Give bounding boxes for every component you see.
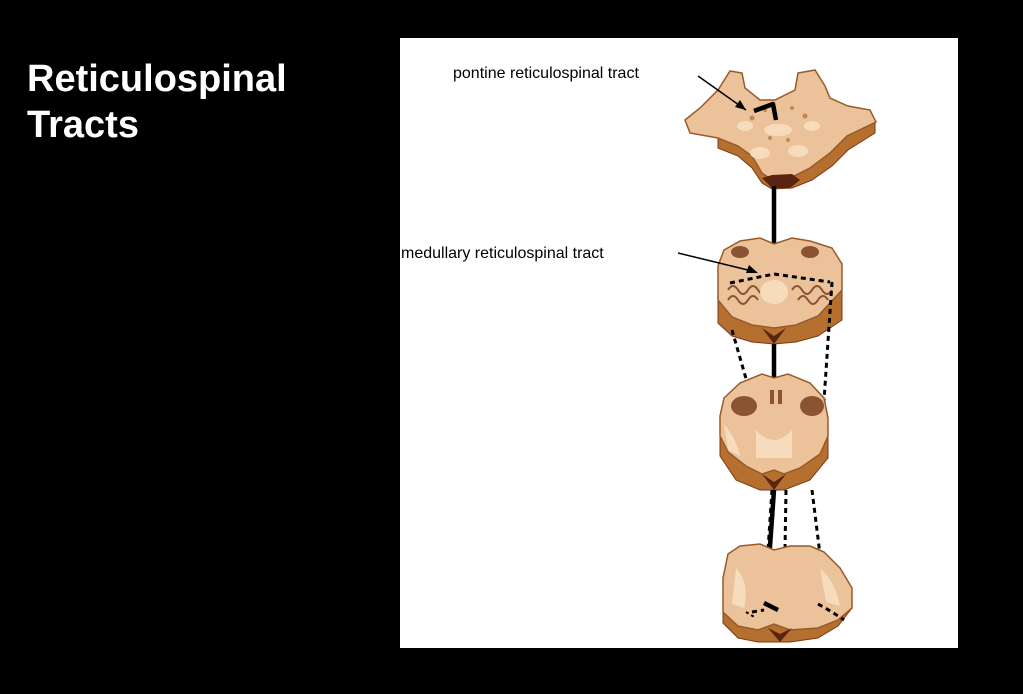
- pontine-tract-label: pontine reticulospinal tract: [453, 65, 639, 82]
- cervical-cord-section: [719, 373, 829, 491]
- figure-panel: pontine reticulospinal tract medullary r…: [400, 38, 958, 648]
- lumbar-cord-section: [722, 543, 854, 643]
- slide-title: Reticulospinal Tracts: [27, 56, 287, 148]
- reticulospinal-diagram: pontine reticulospinal tract medullary r…: [401, 65, 878, 643]
- slide-title-line-1: Reticulospinal: [27, 58, 287, 100]
- slide-title-line-2: Tracts: [27, 104, 139, 146]
- medullary-tract-label: medullary reticulospinal tract: [401, 245, 604, 262]
- medulla-section: [677, 237, 843, 345]
- pons-section: [684, 69, 878, 190]
- medullary-label-pointer: [677, 252, 753, 272]
